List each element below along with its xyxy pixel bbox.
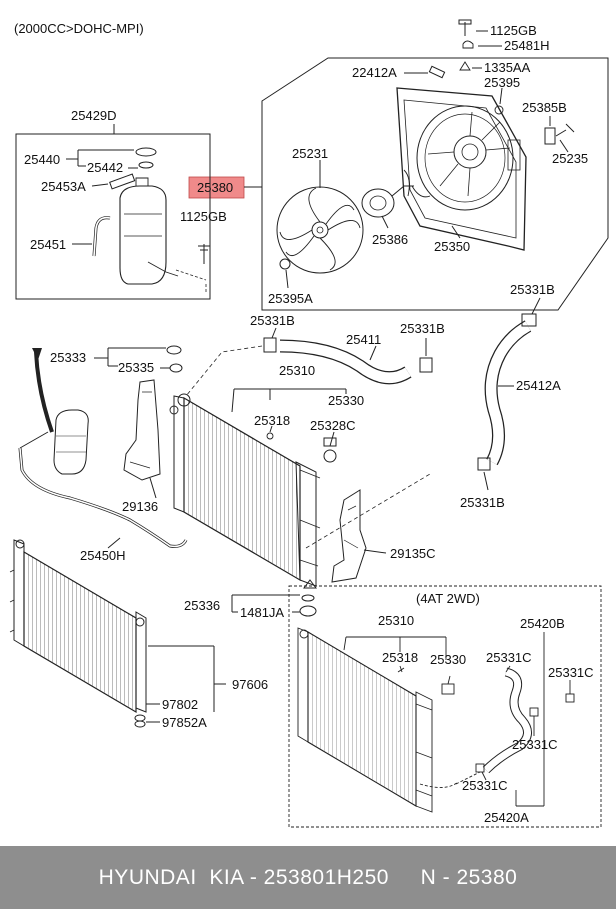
label-25420a: 25420A [484, 810, 529, 825]
radiator-main [94, 345, 387, 617]
engine-spec-label: (2000CC>DOHC-MPI) [14, 21, 144, 36]
label-25318: 25318 [254, 413, 290, 428]
tube-assembly [18, 348, 188, 549]
label-25336: 25336 [184, 598, 220, 613]
label-25330: 25330 [328, 393, 364, 408]
label-25310: 25310 [279, 363, 315, 378]
label-25331b-c: 25331B [510, 282, 555, 297]
label-25333: 25333 [50, 350, 86, 365]
label-25331b-d: 25331B [460, 495, 505, 510]
reservoir-assembly [15, 124, 211, 300]
label-25330-b: 25330 [430, 652, 466, 667]
label-25235: 25235 [552, 151, 588, 166]
label-25451: 25451 [30, 237, 66, 252]
label-25442: 25442 [87, 160, 123, 175]
label-1125gb: 1125GB [180, 209, 227, 224]
part-labels: 1125GB 25481H 22412A 1335AA 25395 25385B… [24, 23, 594, 825]
label-25331c-d: 25331C [462, 778, 508, 793]
label-1335aa: 1335AA [484, 60, 531, 75]
fan-shroud-assembly [261, 19, 609, 311]
label-25350: 25350 [434, 239, 470, 254]
hoses-main [185, 297, 541, 549]
label-97606: 97606 [232, 677, 268, 692]
label-25412a: 25412A [516, 378, 561, 393]
condenser [9, 539, 226, 728]
label-25481h: 25481H [504, 38, 550, 53]
highlighted-part-callout: 25380 [188, 176, 262, 199]
label-97852a: 97852A [162, 715, 207, 730]
label-25335: 25335 [118, 360, 154, 375]
label-25310-b: 25310 [378, 613, 414, 628]
label-97802: 97802 [162, 697, 198, 712]
label-25318-b: 25318 [382, 650, 418, 665]
label-25450h: 25450H [80, 548, 126, 563]
variant-4at-2wd-assembly [288, 585, 602, 828]
label-25395a: 25395A [268, 291, 313, 306]
label-25420b: 25420B [520, 616, 565, 631]
label-25231: 25231 [292, 146, 328, 161]
label-25331c-a: 25331C [486, 650, 532, 665]
label-25328c: 25328C [310, 418, 356, 433]
label-29135c: 29135C [390, 546, 436, 561]
label-25331c-b: 25331C [548, 665, 594, 680]
label-25453a: 25453A [41, 179, 86, 194]
label-25411: 25411 [346, 332, 381, 347]
label-25440: 25440 [24, 152, 60, 167]
parts-diagram: (2000CC>DOHC-MPI) [9, 19, 609, 828]
label-29136: 29136 [122, 499, 158, 514]
label-22412a: 22412A [352, 65, 397, 80]
label-1481ja: 1481JA [240, 605, 284, 620]
label-25395: 25395 [484, 75, 520, 90]
label-4at-2wd: (4AT 2WD) [416, 591, 480, 606]
label-25386: 25386 [372, 232, 408, 247]
label-1125gb-top: 1125GB [490, 23, 537, 38]
footer-part-banner: HYUNDAI KIA - 253801H250 N - 25380 [0, 846, 616, 909]
label-25331b-a: 25331B [250, 313, 295, 328]
label-25429d: 25429D [71, 108, 117, 123]
highlighted-part-number: 25380 [197, 180, 233, 195]
label-25385b: 25385B [522, 100, 567, 115]
label-25331c-c: 25331C [512, 737, 558, 752]
label-25331b-b: 25331B [400, 321, 445, 336]
